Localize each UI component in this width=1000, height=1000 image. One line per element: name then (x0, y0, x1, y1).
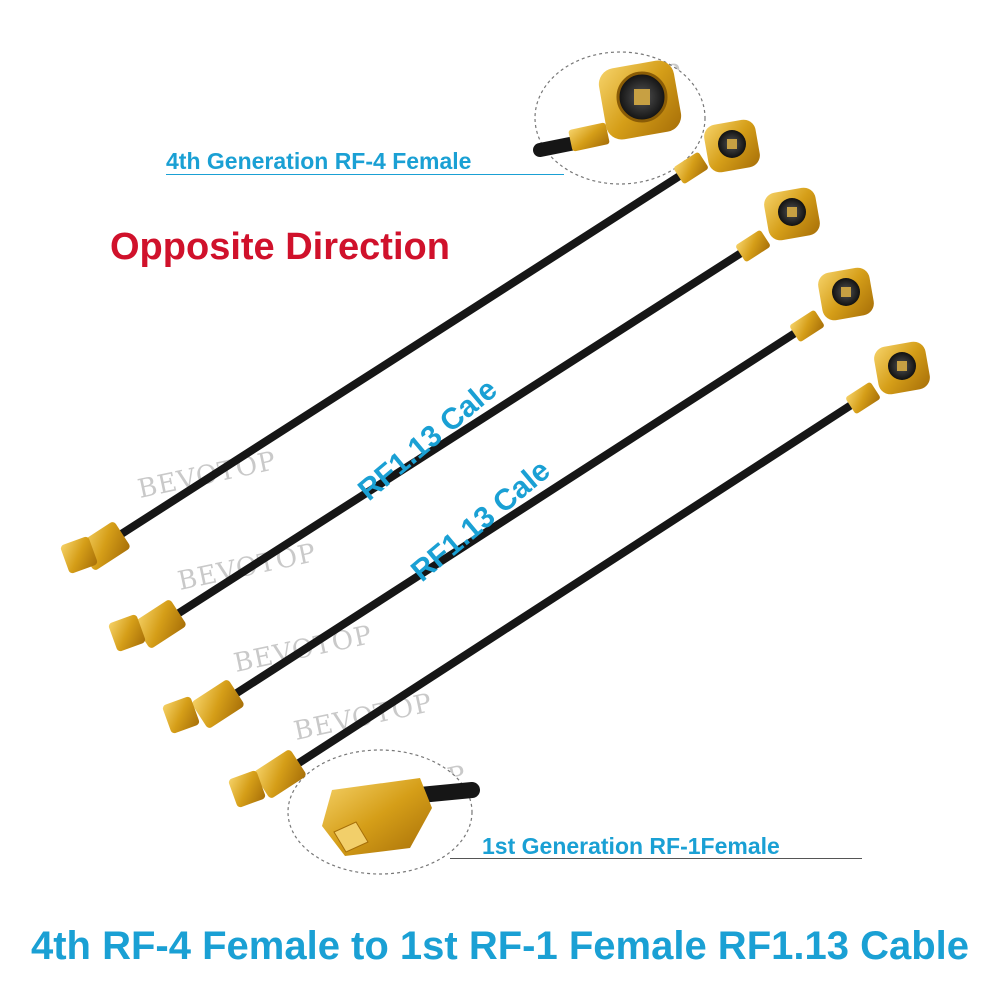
zoom-circle-rf1 (287, 749, 480, 875)
label-underline (450, 858, 862, 859)
label-underline (166, 174, 564, 175)
zoom-circle-rf4 (533, 51, 706, 185)
cable-assembly-3 (162, 267, 874, 734)
label-rf1-connector: 1st Generation RF-1Female (482, 833, 780, 859)
product-title: 4th RF-4 Female to 1st RF-1 Female RF1.1… (30, 924, 970, 968)
cable-assembly-4 (228, 341, 930, 808)
label-rf4-connector: 4th Generation RF-4 Female (166, 148, 472, 174)
label-opposite-direction: Opposite Direction (110, 226, 450, 268)
cable-assembly-2 (108, 187, 820, 652)
cable-assembly-1 (60, 119, 760, 574)
